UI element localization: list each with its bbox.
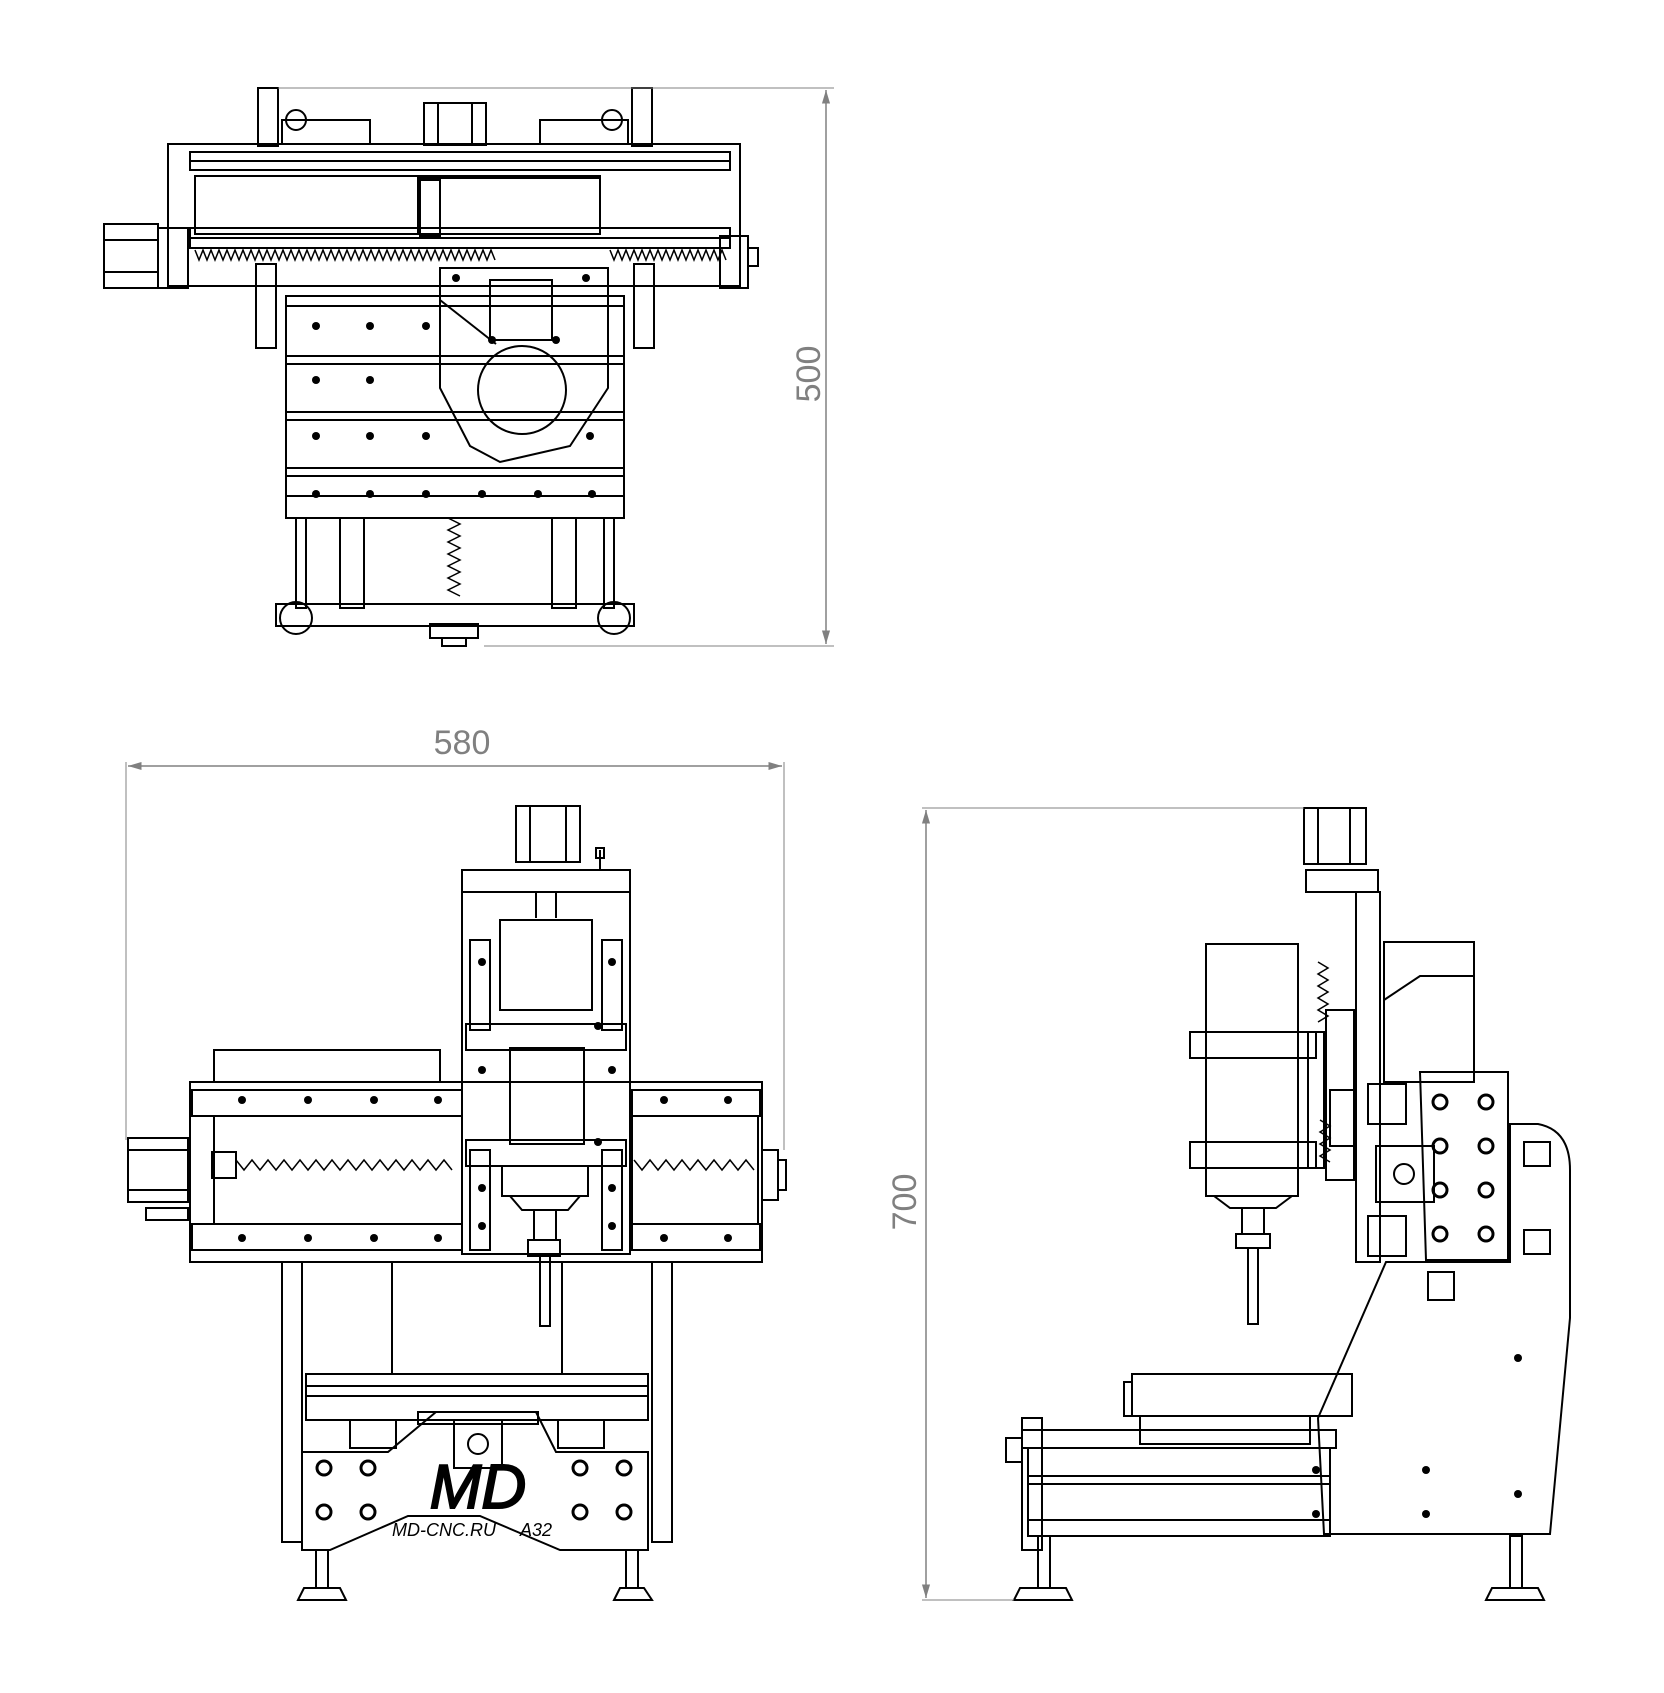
front-base-holes xyxy=(315,1459,633,1521)
side-view-bolts xyxy=(1431,1093,1495,1243)
dimension-700: 700 xyxy=(886,807,1304,1601)
side-view xyxy=(1005,807,1571,1601)
logo-mark: MD xyxy=(430,1453,526,1522)
front-view-bolts xyxy=(238,958,732,1242)
logo-model: A32 xyxy=(519,1520,552,1540)
logo-website: MD-CNC.RU xyxy=(392,1520,497,1540)
dimension-700-label: 700 xyxy=(886,1174,924,1231)
dimension-500: 500 xyxy=(278,87,834,647)
top-view xyxy=(103,87,759,647)
side-view-holes xyxy=(1312,1354,1522,1518)
front-view xyxy=(127,805,787,1601)
dimension-500-label: 500 xyxy=(790,346,828,403)
top-view-bolts xyxy=(312,274,596,498)
dimension-580: 580 xyxy=(125,724,785,1150)
brand-logo: MD MD-CNC.RU A32 xyxy=(392,1452,552,1540)
dimension-580-label: 580 xyxy=(434,724,491,762)
